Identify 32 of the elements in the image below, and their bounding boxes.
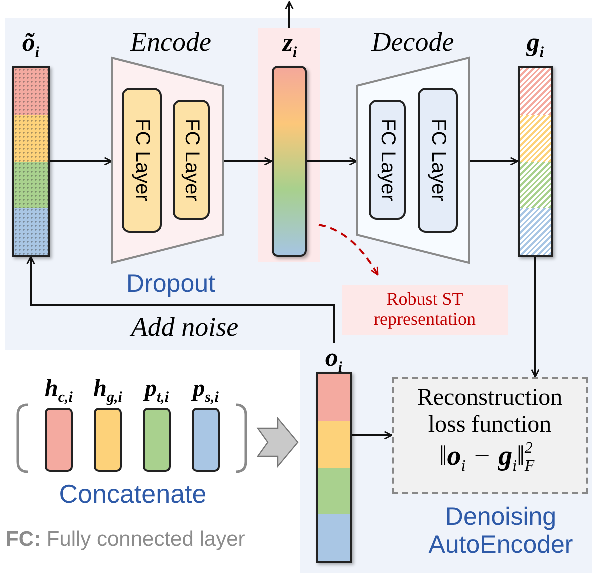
arrow — [531, 257, 540, 378]
vector-label: g$_{i}$ — [526, 28, 546, 58]
block-caption: Dropout — [126, 270, 216, 298]
footnote: FC: Fully connected layer — [6, 528, 246, 552]
block-arrow — [256, 416, 299, 468]
vector-label: h$_{c,i}$ — [44, 375, 74, 404]
loss-box — [392, 377, 588, 494]
arrow — [352, 431, 393, 440]
layer-box: FC Layer — [369, 100, 406, 220]
panel-title: Denoising AutoEncoder — [428, 503, 574, 561]
layer-box: FC Layer — [173, 100, 210, 220]
vector-label: õ$_{i}$ — [21, 28, 41, 58]
vector-label: o$_{i}$ — [324, 343, 344, 373]
note-box: Robust ST representation — [342, 285, 508, 335]
arrow — [318, 224, 379, 276]
group-caption: Concatenate — [58, 480, 208, 508]
loss-label: Reconstruction loss function — [416, 384, 564, 439]
block-title: Encode — [129, 26, 212, 58]
layer-box: FC Layer — [122, 88, 162, 233]
edge-label: Add noise — [129, 311, 240, 344]
vector-label: h$_{g,i}$ — [92, 375, 124, 404]
arrow — [50, 157, 113, 166]
layer-box: FC Layer — [418, 88, 458, 233]
arrow — [285, 1, 294, 28]
arrow — [307, 157, 358, 166]
vector-label: p$_{s,i}$ — [190, 375, 220, 404]
vector-label: p$_{t,i}$ — [142, 375, 170, 404]
arrow — [223, 157, 273, 166]
arrow — [469, 157, 519, 166]
vector-label: z$_{i}$ — [281, 28, 298, 58]
arrow — [26, 256, 335, 343]
block-title: Decode — [370, 26, 456, 58]
